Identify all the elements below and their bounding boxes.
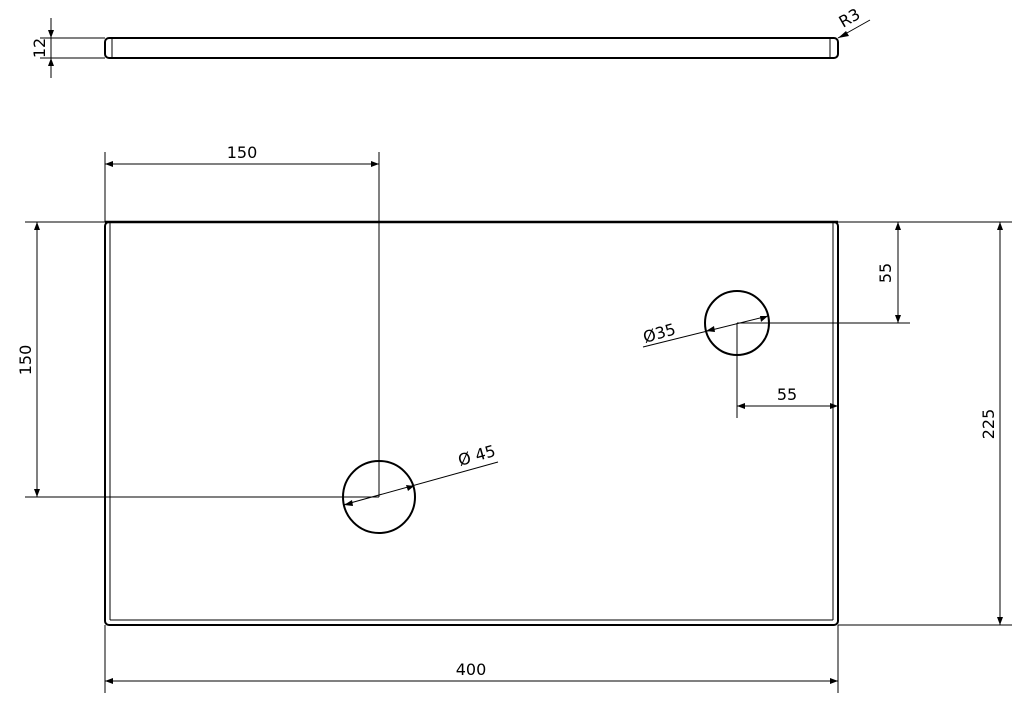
hole-large-x-label: 150 [227, 143, 258, 162]
dim-width: 400 [104, 625, 839, 693]
edge-radius-label: R3 [836, 4, 864, 31]
dim-hole-large-dia: Ø 45 [342, 441, 499, 506]
top-view [104, 220, 839, 626]
dim-depth: 225 [838, 221, 1012, 626]
dim-hole-small-right: 55 [736, 323, 838, 418]
side-profile [104, 37, 839, 59]
hole-small-dia-label: Ø35 [641, 319, 678, 346]
depth-label: 225 [979, 409, 998, 440]
side-view: 12 R3 [30, 4, 871, 78]
thickness-dimension: 12 [30, 38, 49, 58]
hole-small-right-label: 55 [777, 385, 797, 404]
hole-small-top-label: 55 [876, 263, 895, 283]
dim-hole-small-top: 55 [737, 221, 910, 324]
dim-hole-large-y: 150 [16, 221, 379, 498]
panel-outline [104, 221, 839, 626]
hole-large-y-label: 150 [16, 345, 35, 376]
dim-hole-large-x: 150 [104, 143, 380, 497]
hole-large-dia-label: Ø 45 [456, 441, 498, 470]
width-label: 400 [456, 660, 487, 679]
